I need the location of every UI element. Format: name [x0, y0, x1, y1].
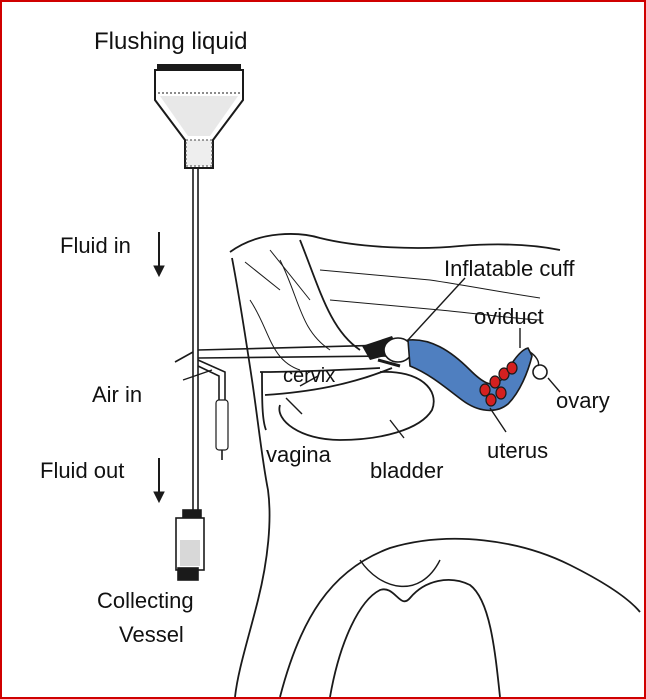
vagina-label: vagina — [266, 442, 331, 467]
oviduct-label: oviduct — [474, 304, 544, 329]
fluid-in-label: Fluid in — [60, 233, 131, 258]
fluid-in-arrow — [153, 232, 165, 278]
bladder-label: bladder — [370, 458, 444, 483]
embryo — [506, 361, 518, 375]
uterus-label: uterus — [487, 438, 549, 463]
leader-lines — [285, 277, 561, 439]
embryo — [498, 367, 510, 381]
fluid-tube — [174, 168, 391, 510]
collecting-vessel — [175, 509, 205, 581]
inflatable-cuff-label: Inflatable cuff — [444, 256, 575, 281]
embryo — [495, 386, 507, 400]
collecting-label: Collecting — [97, 588, 194, 613]
vessel-label: Vessel — [119, 622, 184, 647]
embryos — [479, 361, 518, 407]
embryo — [485, 393, 497, 407]
ovary-label: ovary — [556, 388, 610, 413]
flushing-liquid-label: Flushing liquid — [94, 28, 248, 55]
funnel — [154, 64, 244, 169]
uterus-shape — [407, 339, 548, 412]
air-in-label: Air in — [92, 382, 143, 407]
inflatable-cuff — [362, 336, 413, 368]
fluid-out-arrow — [153, 458, 165, 504]
ovary-shape — [532, 364, 548, 380]
body-outline — [229, 233, 641, 698]
embryo — [479, 383, 491, 397]
embryo — [489, 375, 501, 389]
fluid-out-label: Fluid out — [40, 458, 125, 483]
cervix-label: cervix — [283, 365, 336, 387]
